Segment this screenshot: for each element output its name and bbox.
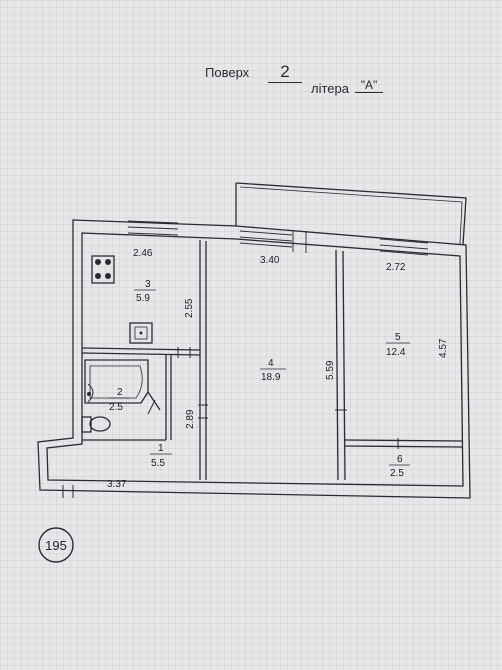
- stove-icon: [91, 255, 115, 284]
- burner-icon: [95, 259, 101, 265]
- kitchen-window: [127, 220, 179, 236]
- room4-window: [239, 230, 293, 248]
- bathtub-icon: [84, 359, 149, 404]
- room4-door: [198, 404, 208, 419]
- dim-room4-length: 5.59: [325, 360, 336, 380]
- dim-room4-width: 3.40: [260, 255, 280, 266]
- room-2-number: 2: [117, 387, 123, 398]
- letter-label: літера: [311, 81, 349, 96]
- balcony-inner-line: [239, 186, 463, 245]
- plan-number-circle: [38, 527, 74, 563]
- room5-window: [379, 238, 429, 256]
- hall-partition-line: [147, 399, 156, 415]
- wall-kitchen-room4: [199, 240, 207, 480]
- room-1-area: 5.5: [151, 458, 165, 469]
- plan-number: 195: [45, 538, 67, 553]
- toilet-tank-icon: [81, 416, 92, 433]
- stove-burners: [87, 259, 143, 396]
- outer-wall: [37, 219, 471, 499]
- plan-header: Поверх 2 літера "А": [205, 62, 405, 98]
- dim-room5-width: 2.72: [386, 262, 406, 273]
- sink-icon: [129, 322, 153, 344]
- wall-bath-hall: [165, 355, 172, 440]
- burner-icon: [105, 273, 111, 279]
- dim-hall-length: 2.89: [185, 409, 196, 429]
- burner-icon: [95, 273, 101, 279]
- room-6-area: 2.5: [390, 468, 404, 479]
- room-5-area: 12.4: [386, 347, 406, 358]
- dim-room5-length: 4.57: [438, 338, 449, 358]
- balcony-outline: [235, 182, 467, 246]
- bathtub-inner-icon: [89, 365, 143, 399]
- kitchen-door: [177, 347, 191, 358]
- floor-label: Поверх: [205, 65, 250, 80]
- inner-wall: [46, 232, 464, 487]
- balcony-door: [292, 230, 307, 253]
- burner-icon: [105, 259, 111, 265]
- dim-kitchen-length: 2.55: [184, 298, 195, 318]
- wall-kitchen-bath: [81, 347, 201, 356]
- windows: [127, 220, 429, 256]
- wall-room4-room5: [335, 249, 346, 481]
- wall-room5-storage: [344, 439, 463, 448]
- dim-kitchen-width: 2.46: [133, 248, 153, 259]
- room-2-area: 2.5: [109, 402, 123, 413]
- door-marks: [62, 347, 399, 498]
- room-4-number: 4: [268, 358, 274, 369]
- letter-value: "А": [355, 78, 383, 93]
- drain-icon: [139, 331, 143, 335]
- room-3-area: 5.9: [136, 293, 150, 304]
- room-5-number: 5: [395, 332, 401, 343]
- toilet-bowl-icon: [89, 416, 111, 432]
- room-3-number: 3: [145, 279, 151, 290]
- dim-hall-width: 3.37: [107, 479, 127, 490]
- faucet-icon: [87, 392, 91, 396]
- entrance-door: [62, 485, 74, 498]
- room-4-area: 18.9: [261, 372, 281, 383]
- sink-bowl-icon: [134, 326, 148, 340]
- washbasin-icon: [87, 383, 94, 403]
- floor-value: 2: [268, 62, 302, 83]
- room-1-number: 1: [158, 443, 164, 454]
- room-6-number: 6: [397, 454, 403, 465]
